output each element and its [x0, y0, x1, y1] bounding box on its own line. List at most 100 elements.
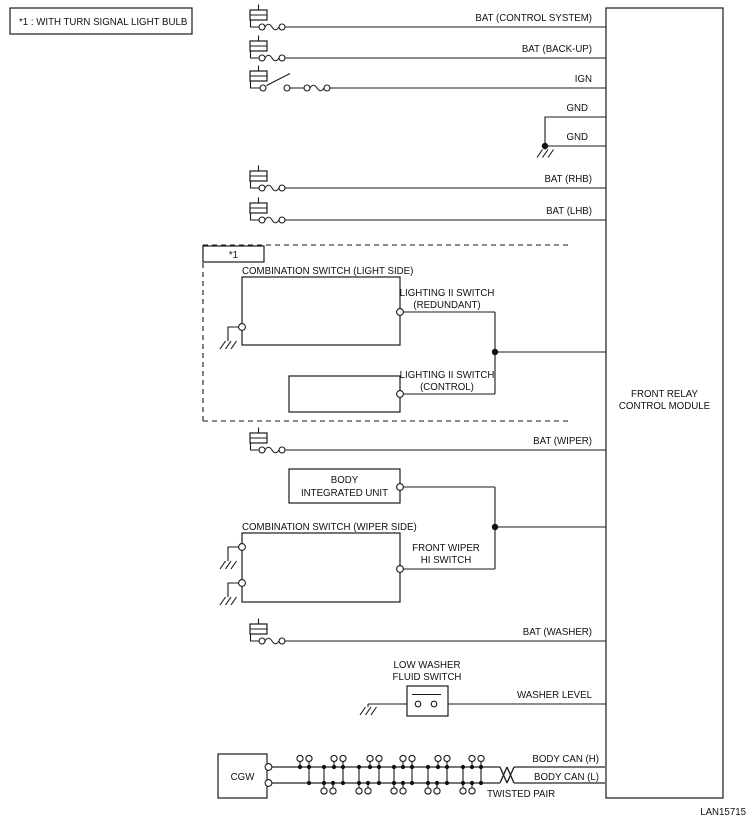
bus-tap-connector-icon [296, 754, 304, 763]
lighting-control-box [288, 375, 401, 413]
junction-dot [460, 764, 466, 770]
bus-tap-top [330, 754, 347, 786]
fuse-icons [249, 4, 286, 645]
bus-tap-connector-icon [366, 754, 374, 763]
pin-label-bat-rhb: BAT (RHB) [544, 174, 592, 185]
diagram-id: LAN15715 [700, 807, 746, 818]
fuse-element-icon [264, 446, 280, 454]
junction-dot [434, 780, 440, 786]
junction-dot [435, 764, 441, 770]
ignition-switch-fuse-icon [249, 65, 331, 92]
junction-dot [367, 764, 373, 770]
cgw-label: CGW [231, 772, 256, 783]
junction-dot [391, 780, 397, 786]
body-integrated-unit-box [288, 468, 401, 504]
body-integrated-unit-label-line1: BODY [331, 475, 359, 486]
junction-dot [391, 764, 397, 770]
bus-tap-connector-icon [443, 754, 451, 763]
fuse-element-icon [309, 84, 325, 92]
fuse-element-icon [264, 54, 280, 62]
junction-dot [425, 764, 431, 770]
combination-switch-light-label: COMBINATION SWITCH (LIGHT SIDE) [242, 266, 413, 277]
bus-tap-bottom [355, 764, 372, 795]
fuse-icon [249, 35, 286, 62]
bus-tap-top [434, 754, 451, 786]
fuse-element-icon [264, 637, 280, 645]
junction-dot [297, 764, 303, 770]
junction-dot [330, 780, 336, 786]
body-integrated-unit-label-line2: INTEGRATED UNIT [301, 488, 388, 499]
low-washer-fluid-switch-box [406, 685, 449, 717]
bus-tap-connector-icon [329, 787, 337, 795]
ground-icon [359, 706, 377, 716]
lighting-control-label-line2: (CONTROL) [420, 382, 474, 393]
junction-dot [306, 764, 312, 770]
connector-circle [264, 779, 273, 787]
pin-label-body-can-h: BODY CAN (H) [532, 754, 599, 765]
bus-tap-connector-icon [468, 787, 476, 795]
fuse-icon [249, 618, 286, 645]
fuse-icon [249, 165, 286, 192]
pin-label-body-can-l: BODY CAN (L) [534, 772, 599, 783]
bus-tap-top [366, 754, 383, 786]
bus-tap-bottom [320, 764, 337, 795]
connector-circle [238, 543, 246, 551]
junction-dot [340, 780, 346, 786]
combination-switch-wiper-box [241, 532, 401, 603]
ground-icon [219, 340, 237, 350]
junction-dot [356, 780, 362, 786]
junction-dot [306, 780, 312, 786]
fuse-element-icon [264, 23, 280, 31]
bus-tap-top [399, 754, 416, 786]
front-wiper-hi-label-line1: FRONT WIPER [412, 543, 480, 554]
bus-tap-bottom [390, 764, 407, 795]
pin-label-washer-level: WASHER LEVEL [517, 690, 593, 701]
connector-circle [238, 323, 246, 331]
bus-tap-connector-icon [330, 754, 338, 763]
junction-dot [444, 764, 450, 770]
pin-label-bat-back-up: BAT (BACK-UP) [522, 44, 592, 55]
combination-switch-light-box [241, 276, 401, 346]
junction-dot [478, 764, 484, 770]
dashed-group-outline [202, 244, 572, 422]
junction-dot [425, 780, 431, 786]
junction-dot [340, 764, 346, 770]
junction-dot [365, 780, 371, 786]
fuse-element-icon [264, 216, 280, 224]
bus-tap-connector-icon [459, 787, 467, 795]
ground-icon [219, 560, 237, 570]
can-bus-lines [272, 766, 606, 784]
connector-circle [238, 579, 246, 587]
bus-tap-connector-icon [468, 754, 476, 763]
junction-dot [409, 780, 415, 786]
pin-label-bat-wiper: BAT (WIPER) [533, 436, 592, 447]
twisted-pair-cross-icon [499, 766, 515, 784]
pin-label-gnd-1: GND [566, 103, 588, 114]
cgw-box [217, 753, 268, 799]
bus-tap-connector-icon [399, 787, 407, 795]
ground-icon [536, 149, 554, 158]
junction-dot [331, 764, 337, 770]
connector-circle [396, 565, 404, 573]
bus-tap-connector-icon [434, 754, 442, 763]
bus-tap-connector-icon [399, 754, 407, 763]
asterisk-tag-box [202, 245, 265, 263]
junction-dot [376, 764, 382, 770]
junction-dot [469, 780, 475, 786]
light-switch-ground-stub [227, 326, 239, 341]
bus-tap-connector-icon [339, 754, 347, 763]
bus-tap-connector-icon [305, 754, 313, 763]
bus-tap-top [468, 754, 485, 786]
ground-icon [219, 596, 237, 606]
note-text: *1 : WITH TURN SIGNAL LIGHT BULB [19, 17, 187, 28]
junction-dot [356, 764, 362, 770]
bus-tap-bottom [424, 764, 441, 795]
low-washer-fluid-label-line1: LOW WASHER [394, 660, 461, 671]
junction-dot [400, 780, 406, 786]
module-label-line2: CONTROL MODULE [619, 401, 711, 412]
wiper-switch-ground-stubs [227, 546, 239, 597]
combination-switch-wiper-label: COMBINATION SWITCH (WIPER SIDE) [242, 522, 417, 533]
junction-dot [478, 780, 484, 786]
lighting-redundant-label-line2: (REDUNDANT) [413, 300, 480, 311]
